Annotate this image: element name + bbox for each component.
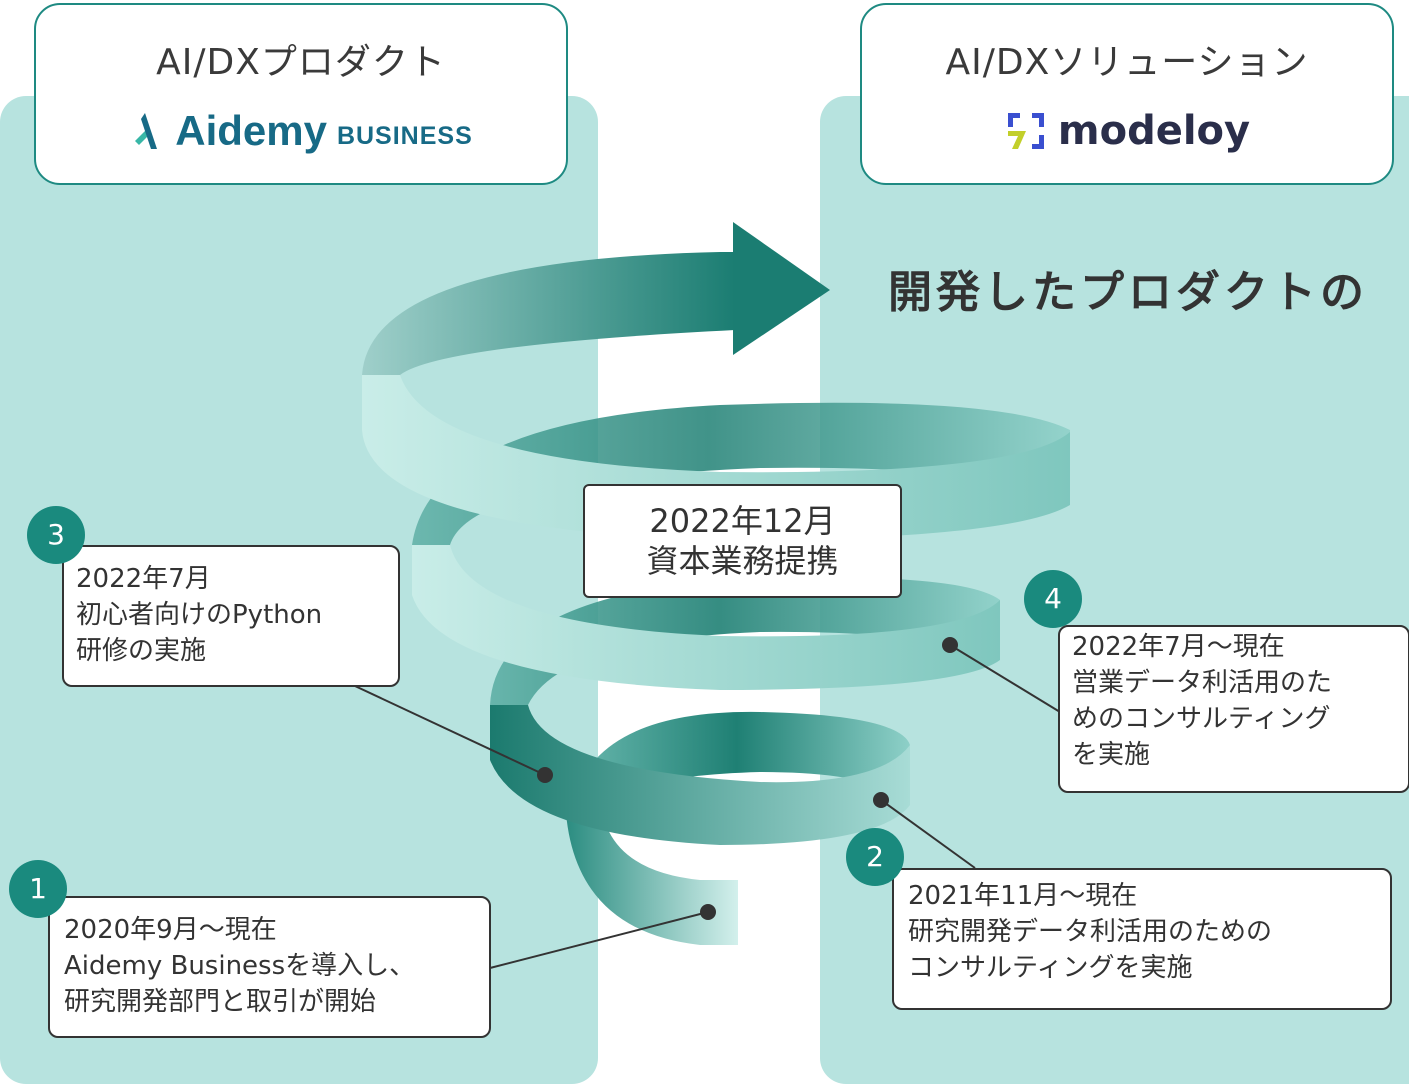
event-badge-3: 3 xyxy=(27,506,85,564)
spiral-loop-lower xyxy=(490,577,1000,845)
event-box-1: 2020年9月〜現在 Aidemy Businessを導入し、 研究開発部門と取… xyxy=(48,896,491,1038)
event-1-line-1: 2020年9月〜現在 xyxy=(64,915,277,945)
partnership-date: 2022年12月 xyxy=(649,502,836,540)
event-1-line-3: 研究開発部門と取引が開始 xyxy=(64,987,377,1017)
aidemy-logo: Aidemy BUSINESS xyxy=(36,101,566,161)
aidemy-logo-subtext: BUSINESS xyxy=(336,121,473,150)
connector-lines xyxy=(354,644,1061,969)
event-4-line-1: 2022年7月〜現在 xyxy=(1072,632,1285,662)
event-3-line-1: 2022年7月 xyxy=(76,564,211,594)
right-category-label: AI/DXソリューション xyxy=(945,42,1309,83)
event-box-2: 2021年11月〜現在 研究開発データ利活用のための コンサルティングを実施 xyxy=(892,868,1392,1010)
headline-text: 開発したプロダクトの xyxy=(888,267,1368,318)
event-box-4: 2022年7月〜現在 営業データ利活用のた めのコンサルティング を実施 xyxy=(1058,625,1409,793)
event-2-line-2: 研究開発データ利活用のための xyxy=(908,917,1273,947)
left-category-label: AI/DXプロダクト xyxy=(156,42,446,83)
modeloy-logo-text: modeloy xyxy=(1057,108,1251,154)
left-header-card: AI/DXプロダクト Aidemy BUSINESS xyxy=(34,3,568,185)
event-4-line-4: を実施 xyxy=(1072,740,1151,770)
modeloy-logo: modeloy xyxy=(862,101,1392,161)
spiral-loop-middle xyxy=(412,402,1070,690)
event-badge-2: 2 xyxy=(846,828,904,886)
event-4-line-2: 営業データ利活用のた xyxy=(1072,668,1333,698)
event-badge-1: 1 xyxy=(9,860,67,918)
partnership-box: 2022年12月 資本業務提携 xyxy=(583,484,902,598)
right-header-card: AI/DXソリューション modeloy xyxy=(860,3,1394,185)
spiral-arrow-head xyxy=(733,222,830,355)
event-2-line-1: 2021年11月〜現在 xyxy=(908,881,1138,911)
event-3-line-3: 研修の実施 xyxy=(76,636,207,666)
modeloy-mark-icon xyxy=(1007,113,1044,149)
partnership-label: 資本業務提携 xyxy=(646,542,839,580)
aidemy-mark-icon xyxy=(135,113,158,149)
event-4-line-3: めのコンサルティング xyxy=(1072,704,1331,734)
event-3-line-2: 初心者向けのPython xyxy=(76,600,323,630)
connector-dots xyxy=(537,637,958,920)
event-1-line-2: Aidemy Businessを導入し、 xyxy=(64,951,416,981)
event-2-line-3: コンサルティングを実施 xyxy=(908,953,1193,983)
event-badge-4: 4 xyxy=(1024,570,1082,628)
aidemy-logo-text: Aidemy xyxy=(175,107,327,154)
event-box-3: 2022年7月 初心者向けのPython 研修の実施 xyxy=(62,545,400,687)
